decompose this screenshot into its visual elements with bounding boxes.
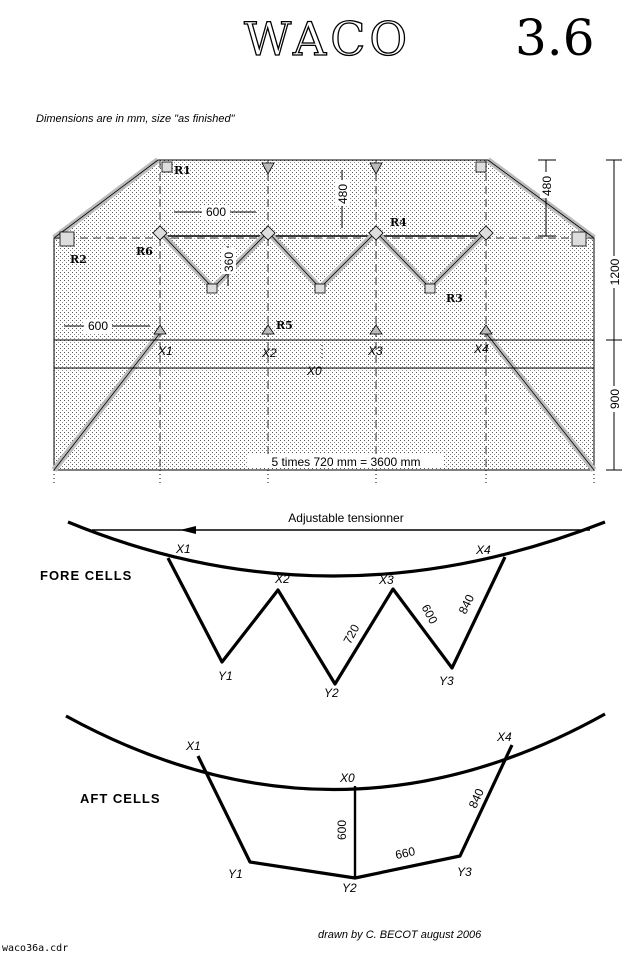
- rib-label-r2: R2: [70, 253, 87, 266]
- rib-labels: R1 R2 R3 R4 R5 R6: [70, 164, 463, 332]
- aft-point-x1: X1: [185, 739, 201, 753]
- title-word: WACO: [244, 12, 411, 66]
- plan-point-x0: X0: [306, 364, 322, 378]
- plan-point-x2: X2: [261, 346, 277, 360]
- aft-cells-heading: AFT CELLS: [80, 791, 161, 806]
- rib-label-r3: R3: [446, 292, 463, 305]
- aft-point-y1: Y1: [228, 867, 243, 881]
- aft-cells-diagram: AFT CELLS X1 X0 X4 Y1 Y2 Y3 600 660 840: [65, 712, 606, 895]
- fore-point-y3: Y3: [439, 674, 454, 688]
- fore-point-y2: Y2: [324, 686, 339, 700]
- dimensions-note: Dimensions are in mm, size "as finished": [36, 113, 236, 125]
- dim-360: 360: [222, 252, 236, 272]
- aft-point-x0: X0: [339, 771, 355, 785]
- dim-480-inner: 480: [336, 184, 350, 204]
- title-version: 3.6: [515, 9, 595, 67]
- fore-point-x4: X4: [475, 543, 491, 557]
- fore-dim-600: 600: [419, 602, 441, 627]
- rib-label-r4: R4: [390, 216, 407, 229]
- aft-point-y3: Y3: [457, 865, 472, 879]
- title-block: WACO 3.6: [243, 9, 595, 67]
- aft-point-y2: Y2: [342, 881, 357, 895]
- plan-point-x1: X1: [157, 344, 173, 358]
- rib-label-r5: R5: [276, 319, 293, 332]
- fore-point-x3: X3: [378, 573, 394, 587]
- fore-point-x1: X1: [175, 542, 191, 556]
- dim-480-right: 480: [540, 176, 554, 196]
- dim-900: 900: [608, 389, 622, 409]
- plan-dims: 600 600 360 480 480 1200 900: [84, 172, 622, 412]
- aft-dim-660: 660: [394, 844, 417, 862]
- fore-cells-heading: FORE CELLS: [40, 568, 132, 583]
- plan-point-labels: X1 X2 X3 X4 X0: [157, 342, 489, 378]
- aft-point-x4: X4: [496, 730, 512, 744]
- tensioner-label: Adjustable tensionner: [288, 511, 403, 525]
- fore-cells-diagram: FORE CELLS Adjustable tensionner X1 X2 X…: [40, 511, 606, 700]
- rib-label-r1: R1: [174, 164, 191, 177]
- fore-point-y1: Y1: [218, 669, 233, 683]
- fore-dim-840: 840: [456, 592, 478, 616]
- fore-point-x2: X2: [274, 572, 290, 586]
- aft-dim-600: 600: [335, 820, 349, 840]
- plan-width-label: 5 times 720 mm = 3600 mm: [271, 455, 420, 469]
- dim-1200: 1200: [608, 258, 622, 285]
- plan-view: 600 600 360 480 480 1200 900 5 times 720…: [51, 157, 622, 485]
- dim-600-left: 600: [88, 319, 108, 333]
- dim-600-top: 600: [206, 205, 226, 219]
- plan-point-x4: X4: [473, 342, 489, 356]
- plan-point-x3: X3: [367, 344, 383, 358]
- rib-label-r6: R6: [136, 245, 153, 258]
- credit-line: drawn by C. BECOT august 2006: [318, 929, 482, 941]
- file-name: waco36a.cdr: [2, 943, 68, 954]
